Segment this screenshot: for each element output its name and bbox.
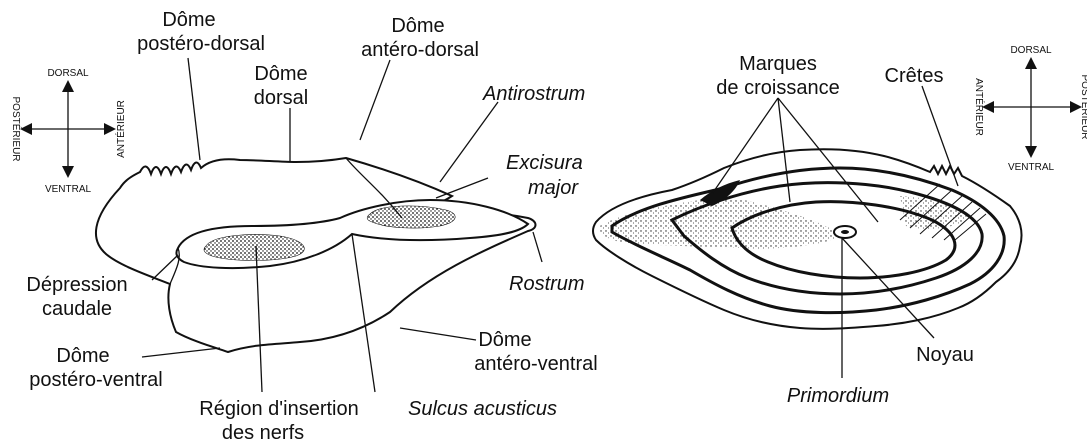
arrow-right-icon <box>104 123 116 135</box>
left-otolith-figure: DORSAL VENTRAL POSTÉRIEUR ANTÉRIEUR <box>10 9 598 444</box>
right-otolith-figure: DORSAL VENTRAL ANTÉRIEUR POSTÉRIEUR <box>593 45 1087 407</box>
primordium-core <box>841 230 849 234</box>
arrow-down-icon <box>62 166 74 178</box>
nerve-insertion-region <box>204 234 304 260</box>
label-sulcus-acusticus: Sulcus acusticus <box>408 398 557 420</box>
label-dome-antero-dorsal-line2: antéro-dorsal <box>361 39 479 61</box>
label-dome-antero-ventral-line1: Dôme <box>478 329 531 351</box>
label-dome-postero-dorsal-line1: Dôme <box>162 9 215 31</box>
label-marques-line2: de croissance <box>716 77 839 99</box>
compass-dorsal-label: DORSAL <box>47 68 89 79</box>
label-noyau: Noyau <box>916 344 974 366</box>
anterior-stippled-region <box>367 206 455 228</box>
label-depression-line2: caudale <box>42 298 112 320</box>
label-primordium: Primordium <box>787 385 889 407</box>
label-dome-dorsal-line2: dorsal <box>254 87 308 109</box>
label-dome-postero-dorsal-line2: postéro-dorsal <box>137 33 265 55</box>
label-antirostrum: Antirostrum <box>482 83 585 105</box>
label-region-line2: des nerfs <box>222 422 304 444</box>
label-dome-antero-dorsal-line1: Dôme <box>391 15 444 37</box>
label-dome-postero-ventral-line1: Dôme <box>56 345 109 367</box>
compass-ventral-label: VENTRAL <box>45 184 92 195</box>
compass-anterior-label: ANTÉRIEUR <box>114 100 127 158</box>
arrow-down-icon <box>1025 146 1037 158</box>
compass-ventral-label: VENTRAL <box>1008 162 1055 173</box>
compass-posterior-label: POSTÉRIEUR <box>1079 74 1087 139</box>
left-compass: DORSAL VENTRAL POSTÉRIEUR ANTÉRIEUR <box>10 68 127 195</box>
label-depression-line1: Dépression <box>26 274 127 296</box>
arrow-up-icon <box>62 80 74 92</box>
right-compass: DORSAL VENTRAL ANTÉRIEUR POSTÉRIEUR <box>973 45 1087 173</box>
label-cretes: Crêtes <box>885 65 944 87</box>
label-marques-line1: Marques <box>739 53 817 75</box>
label-region-line1: Région d'insertion <box>199 398 358 420</box>
compass-anterior-label: ANTÉRIEUR <box>973 78 986 136</box>
compass-posterior-label: POSTÉRIEUR <box>10 96 23 161</box>
label-dome-postero-ventral-line2: postéro-ventral <box>29 369 162 391</box>
arrow-up-icon <box>1025 57 1037 69</box>
compass-dorsal-label: DORSAL <box>1010 45 1052 56</box>
label-rostrum: Rostrum <box>509 273 585 295</box>
label-dome-antero-ventral-line2: antéro-ventral <box>474 353 597 375</box>
label-excisura-line1: Excisura <box>506 152 583 174</box>
label-excisura-line2: major <box>528 177 579 199</box>
label-dome-dorsal-line1: Dôme <box>254 63 307 85</box>
